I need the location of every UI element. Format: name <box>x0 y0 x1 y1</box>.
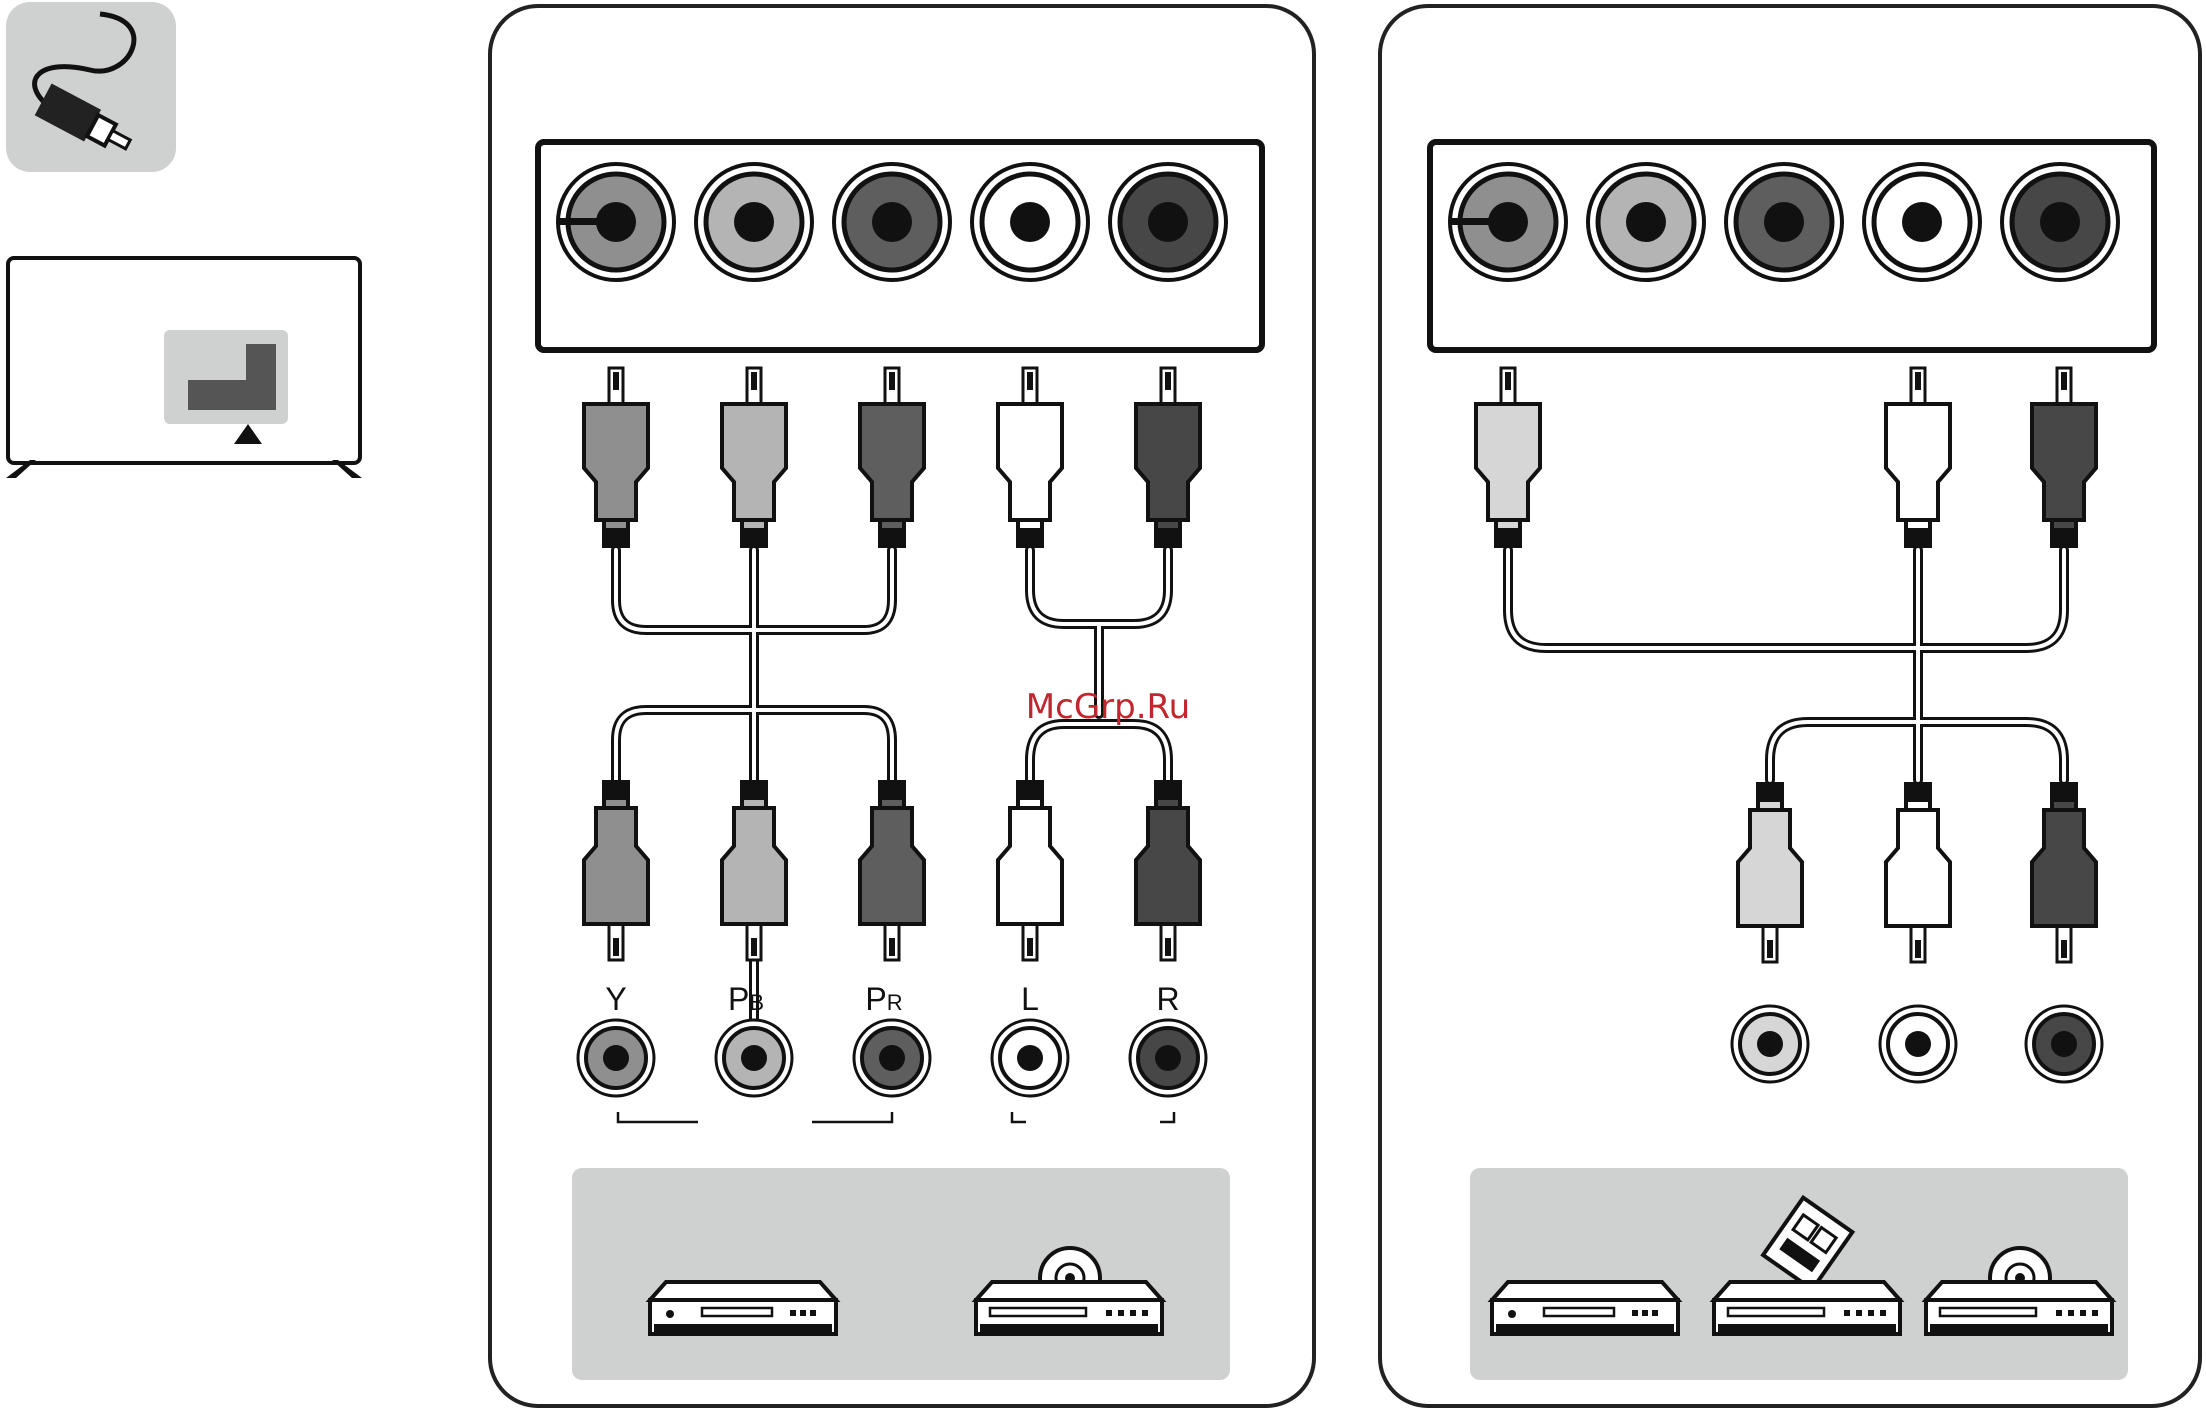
rca-jack <box>2026 1006 2102 1082</box>
jack-label: L <box>1021 981 1039 1017</box>
rca-jack <box>1864 164 1980 280</box>
rca-jack <box>2002 164 2118 280</box>
tv-component-input-jacks <box>558 164 1226 280</box>
rca-jack <box>1726 164 1842 280</box>
tv-input-jacks <box>1450 164 2118 280</box>
dvd-player-icon <box>1492 1282 1678 1334</box>
rca-jack <box>716 1020 792 1096</box>
rca-jack <box>1588 164 1704 280</box>
jack-label: Y <box>605 981 626 1017</box>
cable-icon <box>6 2 176 172</box>
rca-jack <box>696 164 812 280</box>
rca-jack <box>854 1020 930 1096</box>
device-output-jacks <box>1732 1006 2102 1082</box>
rca-jack <box>1130 1020 1206 1096</box>
jack-label: R <box>1156 981 1179 1017</box>
rca-jack <box>578 1020 654 1096</box>
rca-jack <box>972 164 1088 280</box>
rca-jack <box>1110 164 1226 280</box>
tv-icon <box>6 258 362 478</box>
watermark: McGrp.Ru <box>1026 687 1190 727</box>
rca-jack <box>1732 1006 1808 1082</box>
right-panel <box>1380 6 2200 1406</box>
rca-jack <box>992 1020 1068 1096</box>
rca-jack <box>834 164 950 280</box>
dvd-player-icon <box>650 1282 836 1334</box>
rca-jack <box>1880 1006 1956 1082</box>
